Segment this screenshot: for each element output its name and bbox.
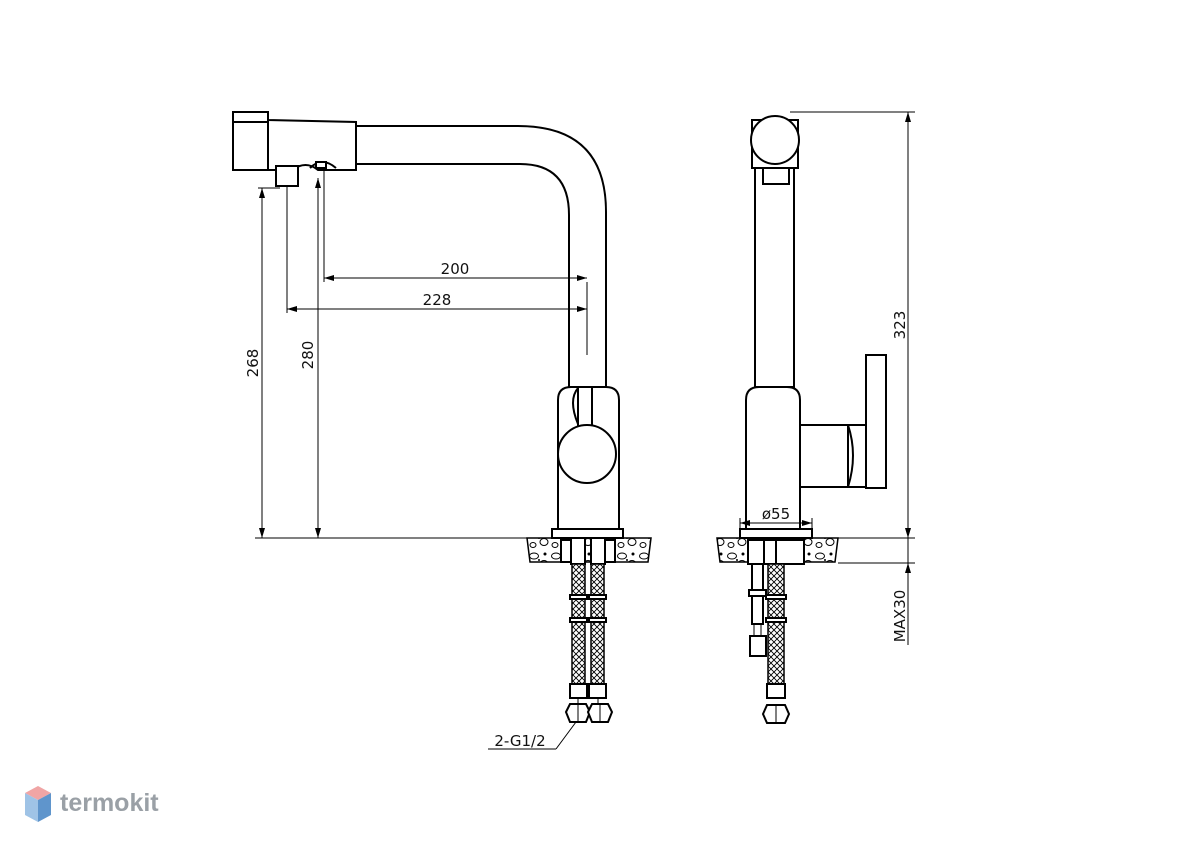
termokit-logo: termokit <box>25 786 159 822</box>
faucet-base-flange <box>551 528 624 539</box>
dimension-lines <box>255 111 915 750</box>
hexagon-cube-icon <box>25 786 51 822</box>
lever-shaft <box>572 387 579 425</box>
mounting-nut-left <box>570 537 586 565</box>
shank-side <box>767 563 785 685</box>
dim-268: 268 <box>244 349 262 378</box>
side-view <box>716 115 887 724</box>
mounting-nut-right <box>590 537 606 565</box>
dim-max30: MAX30 <box>891 590 909 643</box>
lever-side <box>799 424 849 488</box>
dim-323: 323 <box>891 311 909 340</box>
lever-handle-side <box>865 354 887 489</box>
filter-outlet-front <box>275 165 299 187</box>
front-view <box>232 111 652 723</box>
outlet-nozzle <box>315 161 327 169</box>
countertop-front <box>526 537 652 563</box>
shank-left <box>571 563 586 687</box>
spray-head-top-side <box>750 115 800 165</box>
spray-head-cap <box>232 111 269 123</box>
dim-diameter-55: ø55 <box>762 505 790 523</box>
lever-hub-front <box>557 424 617 484</box>
dim-connection: 2-G1/2 <box>494 732 545 750</box>
shank-right <box>590 563 605 687</box>
spout-front <box>355 125 607 388</box>
spout-side <box>754 149 795 388</box>
logo-text: termokit <box>60 789 159 817</box>
dim-228: 228 <box>423 291 452 309</box>
dimension-labels: 200 228 268 280 323 ø55 MAX30 2-G1/2 <box>244 260 909 750</box>
dim-200: 200 <box>441 260 470 278</box>
dim-280: 280 <box>299 341 317 370</box>
